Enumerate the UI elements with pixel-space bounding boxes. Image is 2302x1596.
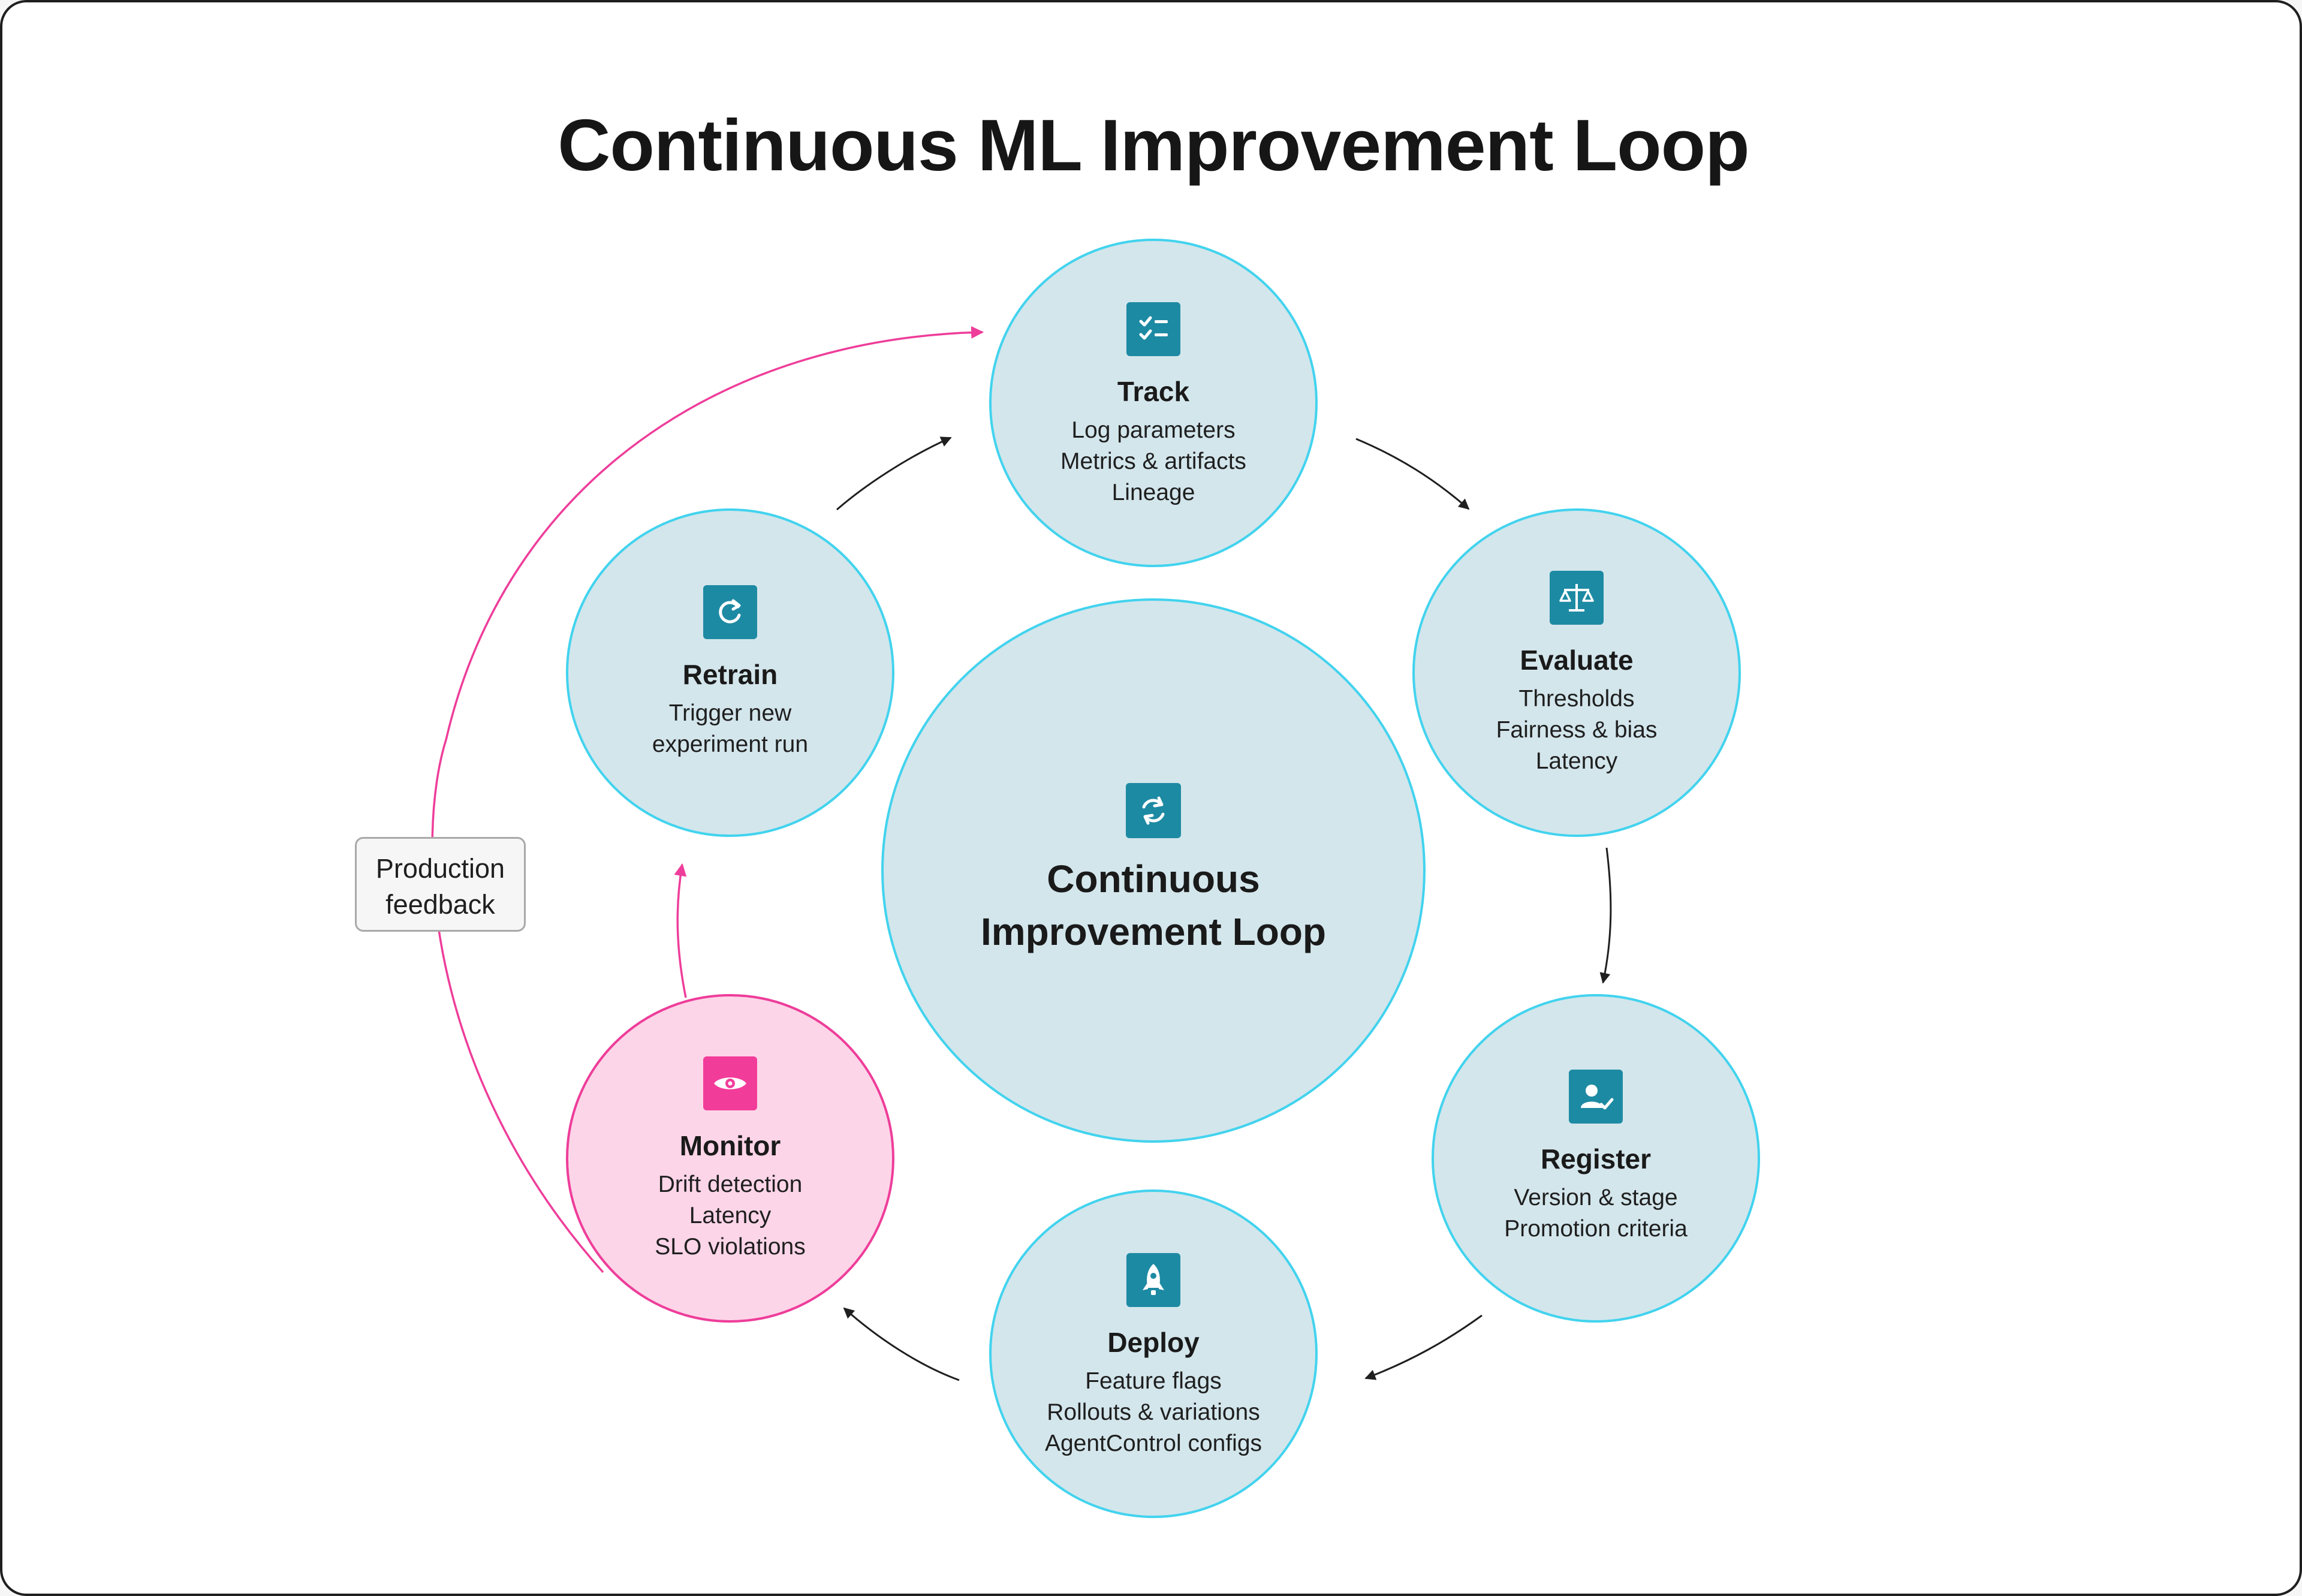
monitor-node: Monitor Drift detection Latency SLO viol… [566,994,894,1323]
deploy-node: Deploy Feature flags Rollouts & variatio… [989,1190,1318,1518]
track-to-evaluate-arrow [1355,438,1470,510]
retrain-detail-1: Trigger new [668,700,792,726]
monitor-details: Drift detection Latency SLO violations [568,1169,892,1263]
register-to-deploy-arrow [1364,1314,1483,1380]
retrain-to-track-arrow [836,436,952,511]
monitor-title: Monitor [679,1130,781,1161]
deploy-detail-1: Feature flags [1085,1368,1222,1394]
center-title: Continuous Improvement Loop [884,853,1423,958]
register-detail-2: Promotion criteria [1504,1216,1688,1242]
evaluate-to-register-arrow [1599,847,1612,984]
diagram-title: Continuous ML Improvement Loop [558,104,1749,186]
monitor-detail-1: Drift detection [658,1172,803,1197]
eye-icon [703,1056,757,1110]
track-node: Track Log parameters Metrics & artifacts… [989,239,1318,567]
evaluate-details: Thresholds Fairness & bias Latency [1415,683,1738,777]
evaluate-detail-1: Thresholds [1518,686,1635,712]
track-detail-3: Lineage [1111,480,1195,505]
retrain-title: Retrain [682,659,778,690]
user-check-icon [1569,1070,1623,1124]
track-details: Log parameters Metrics & artifacts Linea… [992,415,1315,508]
evaluate-title: Evaluate [1520,645,1634,676]
register-title: Register [1540,1143,1652,1175]
production-feedback-label: Production feedback [355,837,526,932]
center-title-line2: Improvement Loop [980,910,1327,953]
checklist-icon [1126,302,1180,356]
rocket-icon [1126,1253,1180,1307]
register-node: Register Version & stage Promotion crite… [1432,994,1760,1323]
register-details: Version & stage Promotion criteria [1434,1182,1758,1245]
deploy-details: Feature flags Rollouts & variations Agen… [992,1366,1315,1459]
center-node: Continuous Improvement Loop [881,598,1426,1143]
refresh-cycle-icon [1126,783,1181,838]
evaluate-detail-3: Latency [1535,748,1618,774]
retrain-details: Trigger new experiment run [568,698,892,760]
deploy-detail-3: AgentControl configs [1044,1431,1263,1456]
rotate-icon [703,585,757,639]
scales-icon [1550,571,1604,625]
evaluate-detail-2: Fairness & bias [1496,717,1658,743]
retrain-node: Retrain Trigger new experiment run [566,508,894,837]
monitor-to-retrain-arrow [674,863,687,998]
production-feedback-line1: Production [375,853,505,884]
track-detail-2: Metrics & artifacts [1060,448,1246,474]
evaluate-node: Evaluate Thresholds Fairness & bias Late… [1412,508,1741,837]
monitor-detail-3: SLO violations [655,1234,806,1260]
production-feedback-arrow [431,326,984,1273]
production-feedback-line2: feedback [385,889,495,920]
track-detail-1: Log parameters [1071,417,1236,443]
track-title: Track [1117,376,1190,407]
retrain-detail-2: experiment run [652,731,809,757]
deploy-to-monitor-arrow [843,1307,960,1381]
deploy-detail-2: Rollouts & variations [1047,1399,1260,1425]
monitor-detail-2: Latency [689,1203,772,1228]
center-title-line1: Continuous [1047,857,1260,901]
deploy-title: Deploy [1107,1327,1200,1358]
register-detail-1: Version & stage [1514,1185,1678,1210]
